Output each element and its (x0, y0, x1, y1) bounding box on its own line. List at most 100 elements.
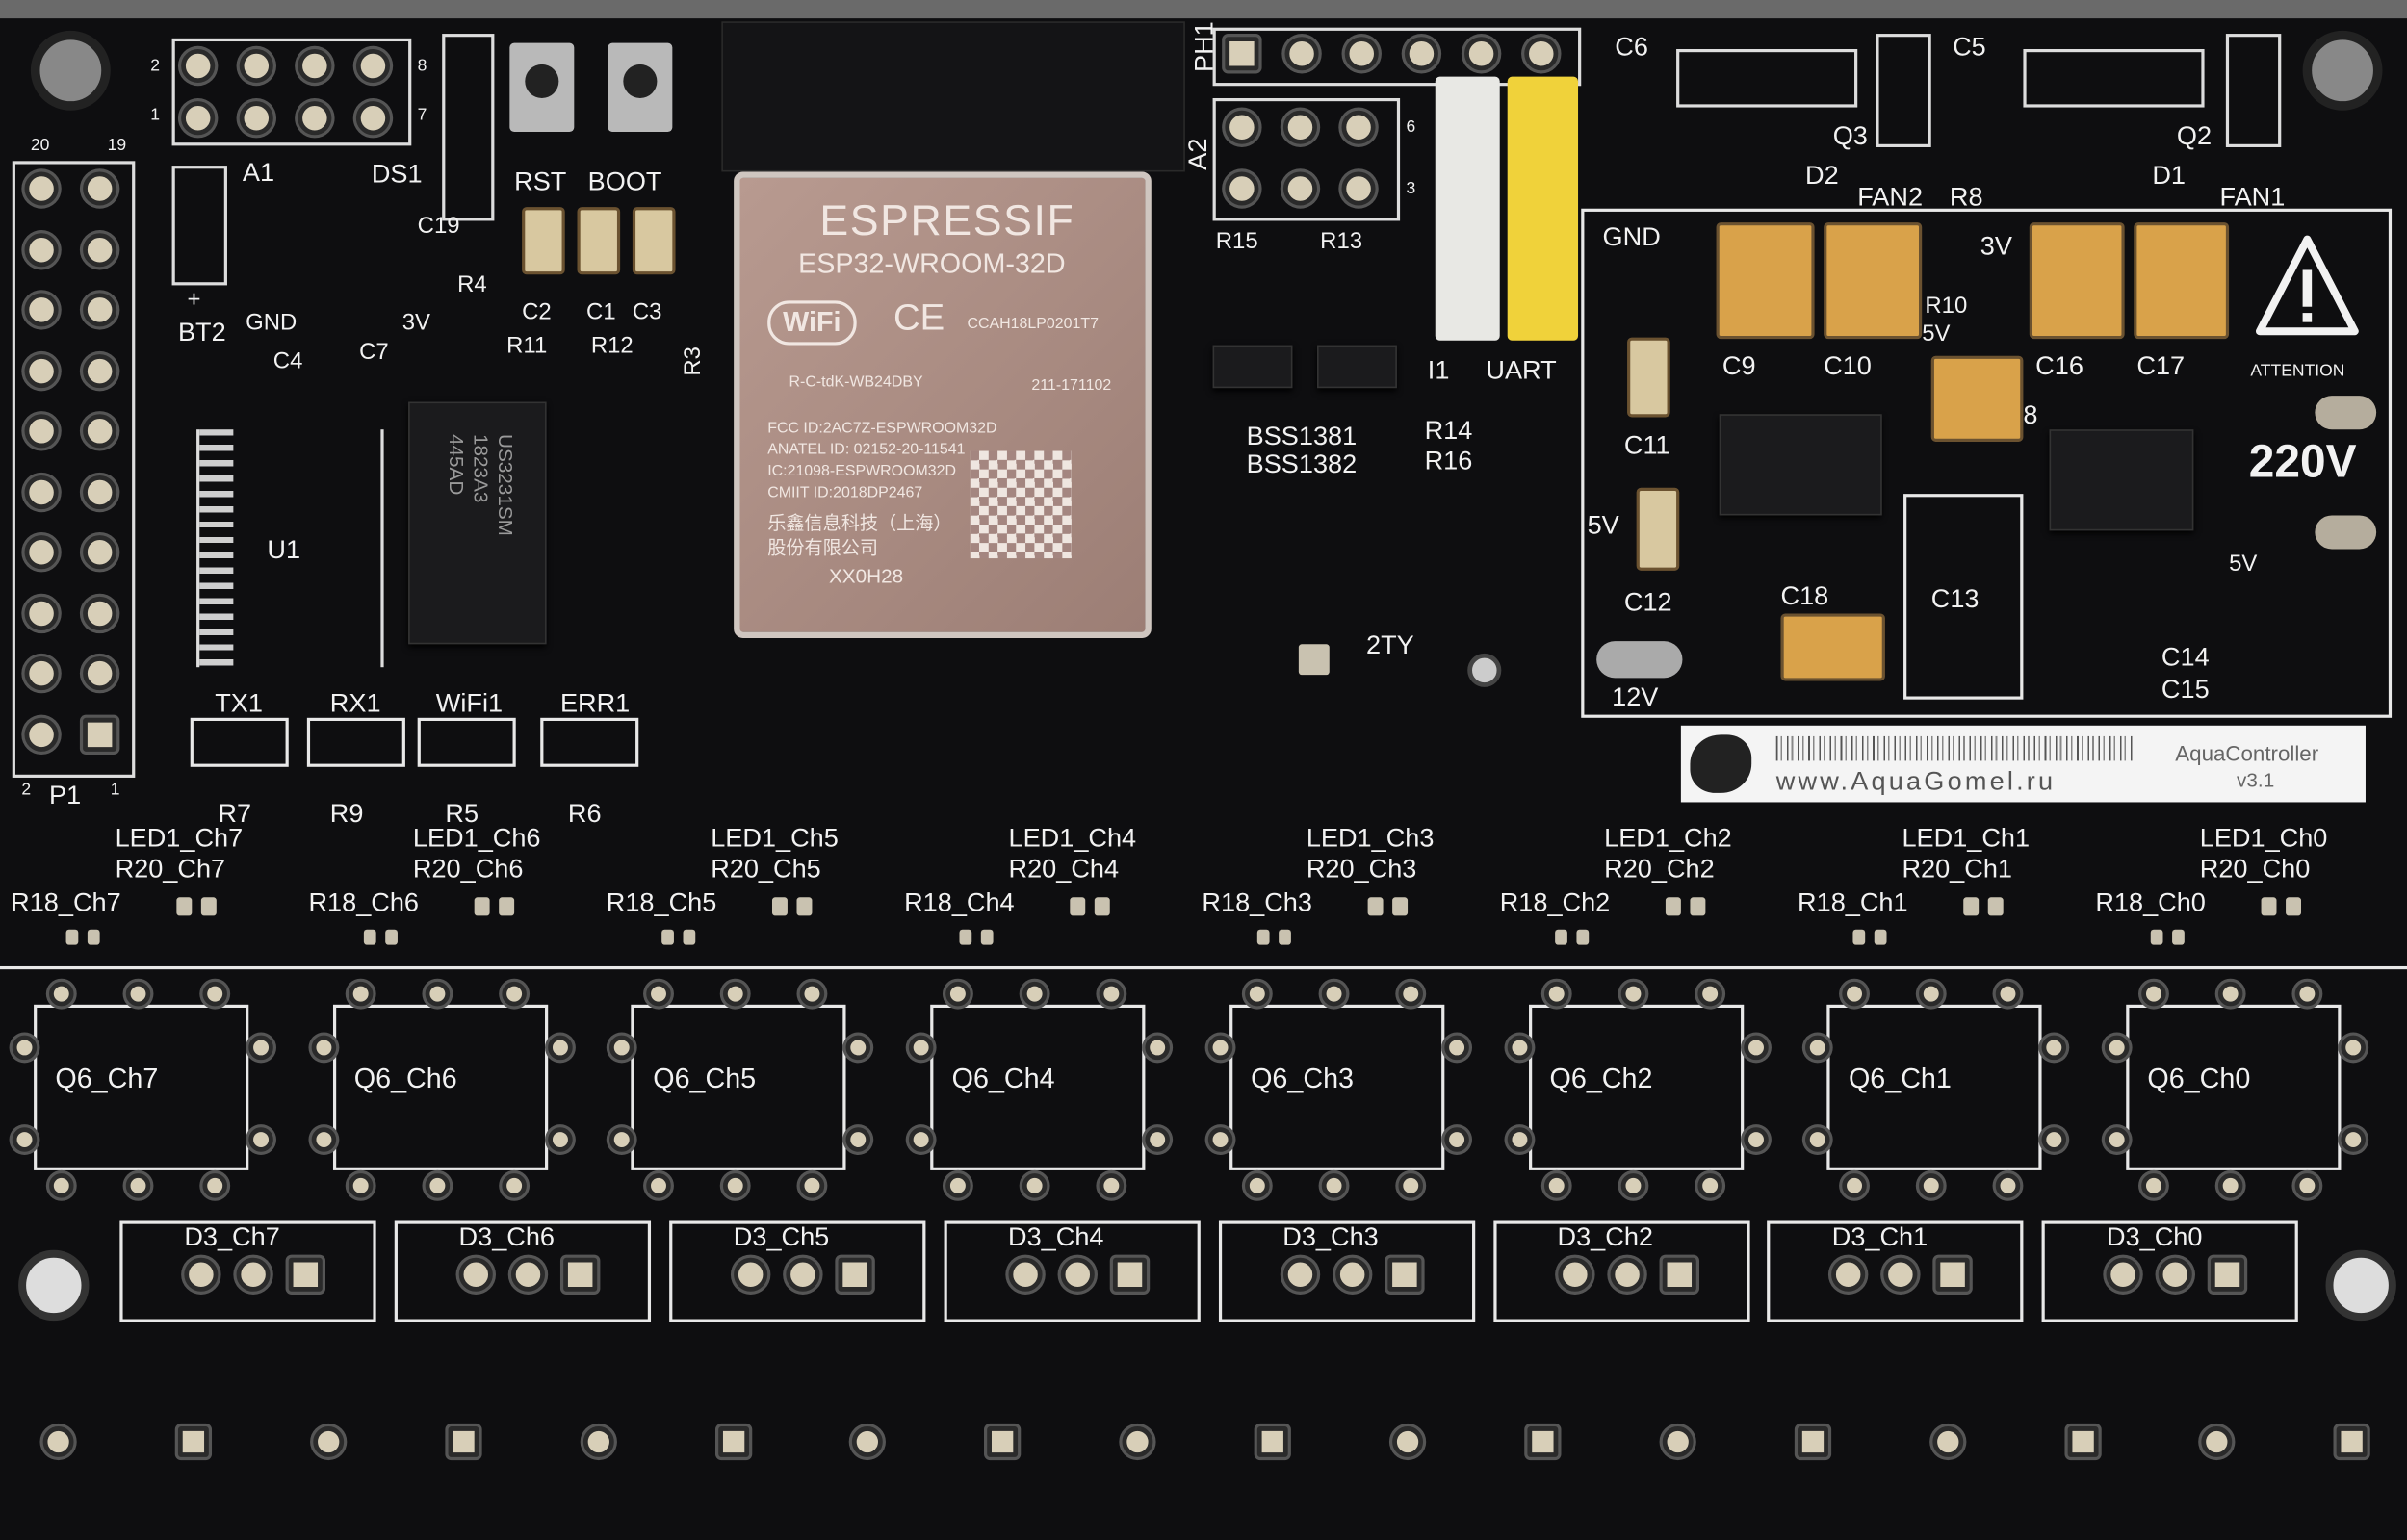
label-power-5v-c: 5V (2229, 551, 2258, 578)
label-power-5v-a: 5V (1922, 321, 1951, 347)
capacitor-c13-outline (1903, 494, 2024, 700)
mosfet-pad (1996, 981, 2021, 1007)
led-pad (1094, 897, 1110, 916)
telec-code: 211-171102 (1031, 377, 1112, 395)
mosfet-q6-outline (1826, 1004, 2042, 1170)
led-wifi1 (417, 717, 516, 767)
header-pin (24, 171, 59, 206)
header-pin (1524, 37, 1559, 71)
terminal-pad (1122, 1426, 1153, 1457)
diode-pad (1112, 1257, 1147, 1292)
label-p1-19: 19 (107, 136, 127, 155)
led-rx1 (306, 717, 405, 767)
label-c11: C11 (1623, 430, 1670, 461)
diode-d3-outline (394, 1220, 651, 1322)
header-fan2-connector (1676, 48, 1858, 108)
label-attention: ATTENTION (2250, 362, 2345, 381)
label-r18-4: R18_Ch3 (1202, 887, 1312, 917)
label-r9: R9 (329, 799, 364, 829)
mosfet-pad (1321, 1173, 1346, 1198)
mosfet-pad (1444, 1035, 1469, 1061)
mosfet-pad (846, 1127, 871, 1152)
rst-button[interactable] (509, 42, 575, 133)
header-pin (1404, 37, 1438, 71)
label-a2: A2 (1183, 138, 1213, 170)
diode-pad (184, 1257, 219, 1292)
label-d3-7: D3_Ch0 (2106, 1222, 2203, 1252)
label-r15: R15 (1215, 228, 1258, 255)
header-pin (355, 48, 390, 84)
mosfet-pad (1805, 1127, 1830, 1152)
capacitor-c16 (2029, 222, 2125, 340)
terminal-pad (582, 1426, 614, 1457)
pin-header-uart[interactable] (1507, 76, 1579, 341)
capacitor-c3 (632, 207, 676, 275)
label-power-5v-b: 5V (1587, 510, 1619, 540)
label-led-2: LED1_Ch5 (711, 823, 839, 854)
mosfet-pad (49, 981, 74, 1007)
mounting-hole-top-left (30, 30, 111, 111)
header-pin (181, 101, 216, 136)
mosfet-pad (609, 1035, 635, 1061)
label-r20-6: R20_Ch1 (1902, 854, 2012, 884)
mosfet-pad (1244, 981, 1270, 1007)
ic-marking-line2: 1823A3 (469, 433, 493, 503)
mosfet-q6-outline (332, 1004, 548, 1170)
esp-cert-code: CCAH18LP0201T7 (967, 316, 1099, 333)
warning-triangle-icon (2255, 235, 2359, 336)
voltage-regulator-right (2049, 429, 2194, 531)
mosfet-pad (1543, 1173, 1568, 1198)
label-r20-3: R20_Ch4 (1008, 854, 1120, 884)
resistor-pad (1874, 929, 1887, 945)
capacitor-c11 (1627, 337, 1670, 418)
terminal-220v-a (2315, 396, 2377, 430)
label-led-5: LED1_Ch2 (1604, 823, 1732, 854)
capacitor-c2 (522, 207, 565, 275)
header-pin (1464, 37, 1499, 71)
capacitor-c17 (2134, 222, 2230, 340)
led-pad (1987, 897, 2004, 916)
header-pin (83, 171, 117, 206)
voltage-regulator-left (1719, 414, 1882, 516)
mosfet-q6-outline (34, 1004, 249, 1170)
label-bss1381: BSS1381 (1246, 422, 1358, 451)
label-i1: I1 (1427, 355, 1450, 385)
label-c19: C19 (417, 213, 460, 240)
label-wifi1: WiFi1 (435, 688, 504, 718)
led-pad (200, 897, 217, 916)
resistor-pad (2172, 929, 2185, 945)
resistor-pad (683, 929, 696, 945)
label-r20-0: R20_Ch7 (115, 854, 226, 884)
mosfet-pad (311, 1035, 336, 1061)
mosfet-pad (2141, 1173, 2166, 1198)
label-p1-2: 2 (21, 781, 32, 800)
boot-button[interactable] (608, 42, 673, 133)
header-pin (24, 353, 59, 388)
label-2ty: 2TY (1366, 629, 1414, 660)
diode-d3-outline (1492, 1220, 1749, 1322)
mosfet-pad (1145, 1035, 1171, 1061)
header-pin (1282, 171, 1317, 206)
label-q6-5: Q6_Ch2 (1549, 1063, 1653, 1094)
label-r18-3: R18_Ch4 (904, 887, 1015, 917)
header-pin (83, 656, 117, 691)
label-d3-1: D3_Ch6 (458, 1222, 556, 1252)
ic-id: IC:21098-ESPWROOM32D (767, 463, 957, 480)
test-point (1467, 653, 1502, 687)
diode-pad (1557, 1257, 1592, 1292)
header-pin (24, 596, 59, 630)
diode-pad (510, 1257, 545, 1292)
header-pin (1341, 171, 1376, 206)
led-pad (2261, 897, 2277, 916)
mosfet-pad (1398, 1173, 1423, 1198)
mosfet-q6-outline (1229, 1004, 1445, 1170)
diode-d3-outline (1767, 1220, 2025, 1322)
header-a2 (1212, 97, 1401, 221)
mosfet-pad (846, 1035, 871, 1061)
diode-pad (1831, 1257, 1866, 1292)
transistor-bss1382 (1316, 345, 1397, 389)
sticker-product: AquaController (2175, 740, 2319, 766)
terminal-pad (717, 1426, 749, 1457)
pin-header-i1[interactable] (1435, 76, 1500, 341)
header-pin (181, 48, 216, 84)
